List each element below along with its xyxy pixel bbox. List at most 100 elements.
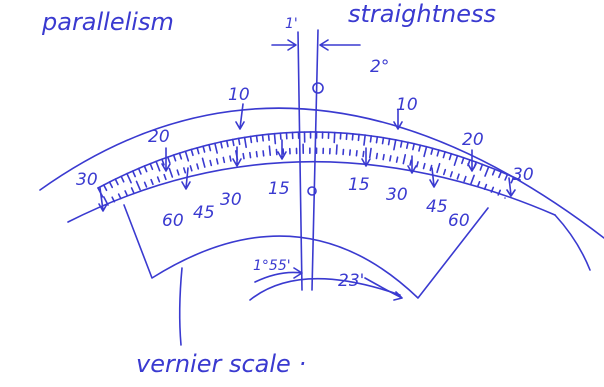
main-scale-tick bbox=[184, 150, 190, 162]
vernier-scale-tick bbox=[262, 150, 265, 157]
main-scale-tick bbox=[479, 163, 484, 171]
vernier-scale-tick bbox=[196, 163, 200, 170]
main-scale-tick bbox=[504, 173, 509, 181]
bottom-left-angle-label: 1°55' bbox=[253, 258, 291, 274]
vernier-scale-tick bbox=[135, 180, 141, 191]
main-scale-tick bbox=[418, 144, 422, 152]
vernier-scale-tick bbox=[476, 181, 481, 188]
vernier-tick-30-right bbox=[407, 155, 417, 174]
main-scale-tick bbox=[333, 131, 336, 144]
main-scale-ticks bbox=[97, 131, 521, 198]
vernier-scale-tick bbox=[395, 156, 399, 163]
main-right-20: 20 bbox=[462, 130, 484, 150]
main-tick-10-right bbox=[393, 109, 403, 130]
main-scale-tick bbox=[453, 154, 459, 166]
vernier-scale-tick bbox=[463, 175, 467, 183]
main-scale-tick bbox=[412, 142, 416, 151]
main-scale-tick bbox=[143, 165, 148, 173]
main-scale-tick bbox=[436, 149, 440, 157]
inner-arc bbox=[67, 160, 556, 223]
vernier-scale-tick bbox=[242, 152, 245, 160]
main-scale-tick bbox=[202, 145, 206, 153]
vernier-scale-tick bbox=[442, 168, 447, 176]
center-line-left bbox=[297, 31, 303, 291]
main-left-30: 30 bbox=[76, 170, 98, 190]
main-scale-tick bbox=[161, 158, 165, 166]
vernier-scale-tick bbox=[168, 167, 174, 178]
main-scale-tick bbox=[357, 133, 360, 142]
main-scale-tick bbox=[369, 135, 373, 143]
vernier-tick-15-right bbox=[361, 147, 371, 167]
vernier-scale-tick bbox=[124, 190, 129, 197]
vernier-scale-tick bbox=[368, 147, 372, 159]
main-scale-tick bbox=[149, 162, 154, 171]
top-arrow-right bbox=[319, 39, 361, 51]
vernier-scale-tick bbox=[375, 152, 379, 160]
vernier-scale-tick bbox=[222, 156, 226, 164]
vernier-scale-tick bbox=[156, 176, 161, 183]
main-scale-tick bbox=[510, 176, 515, 184]
main-scale-tick bbox=[273, 132, 277, 145]
main-scale-tick bbox=[225, 139, 229, 148]
vernier-scale-tick bbox=[355, 149, 358, 157]
vernier-right-60: 60 bbox=[448, 211, 470, 231]
vernier-left-30: 30 bbox=[220, 190, 242, 210]
main-scale-tick bbox=[255, 134, 259, 143]
main-right-30: 30 bbox=[512, 165, 534, 185]
main-scale-tick bbox=[387, 137, 391, 146]
vernier-scale-tick bbox=[382, 153, 385, 161]
vernier-scale-tick bbox=[268, 145, 272, 156]
vernier-tick-15-left bbox=[277, 139, 287, 160]
vernier-scale-tick bbox=[497, 189, 501, 196]
main-scale-tick bbox=[243, 136, 247, 149]
main-tick-30-right bbox=[506, 177, 516, 197]
main-scale-tick bbox=[208, 143, 212, 152]
vernier-scale-tick bbox=[456, 173, 460, 180]
main-tick-20-right bbox=[467, 149, 477, 172]
parallelism-label: parallelism bbox=[41, 8, 174, 36]
vernier-right-15: 15 bbox=[348, 175, 370, 195]
main-scale-tick bbox=[131, 170, 136, 178]
main-scale-tick bbox=[393, 139, 397, 151]
vernier-scale-tick bbox=[209, 159, 213, 167]
main-scale-tick bbox=[190, 148, 194, 157]
vernier-scale-tick bbox=[362, 150, 365, 158]
bottom-arrow-right bbox=[364, 277, 403, 301]
vernier-scale-tick bbox=[163, 173, 167, 181]
bottom-right-angle-label: 23' bbox=[338, 271, 364, 291]
main-scale-tick bbox=[261, 134, 264, 142]
main-tick-30-left bbox=[98, 187, 108, 212]
main-scale-tick bbox=[196, 147, 200, 155]
vernier-scale-tick bbox=[409, 159, 412, 166]
vernier-left-45: 45 bbox=[193, 203, 215, 223]
vernier-plate bbox=[123, 204, 489, 299]
vernier-scale-tick bbox=[422, 162, 426, 170]
vernier-pointer-line bbox=[178, 267, 183, 346]
main-scale-tick bbox=[120, 175, 125, 183]
main-scale-tick bbox=[484, 165, 490, 177]
vernier-tick-45-right bbox=[429, 167, 439, 188]
main-scale-tick bbox=[423, 145, 428, 158]
right-outer-arc bbox=[554, 214, 591, 271]
vernier-right-30: 30 bbox=[386, 185, 408, 205]
main-scale-tick bbox=[231, 138, 235, 147]
vernier-scale-tick bbox=[402, 153, 407, 165]
vernier-scale-tick bbox=[490, 186, 495, 193]
vernier-scale-tick bbox=[189, 165, 193, 172]
vernier-scale-tick bbox=[117, 193, 122, 200]
main-scale-tick bbox=[375, 135, 379, 144]
vernier-scale-tick bbox=[483, 183, 488, 190]
vernier-left-15: 15 bbox=[268, 179, 290, 199]
vernier-scale-tick bbox=[436, 162, 441, 174]
vernier-scale-tick bbox=[130, 187, 135, 194]
vernier-scale-tick bbox=[449, 171, 453, 178]
vernier-scale-tick bbox=[389, 155, 392, 162]
vernier-scale-ticks bbox=[103, 143, 506, 206]
main-scale-tick bbox=[351, 133, 354, 141]
main-left-20: 20 bbox=[148, 127, 170, 147]
main-scale-tick bbox=[249, 135, 253, 144]
vernier-scale-tick bbox=[470, 174, 475, 185]
vernier-right-45: 45 bbox=[426, 197, 448, 217]
vernier-scale-tick bbox=[335, 144, 338, 155]
